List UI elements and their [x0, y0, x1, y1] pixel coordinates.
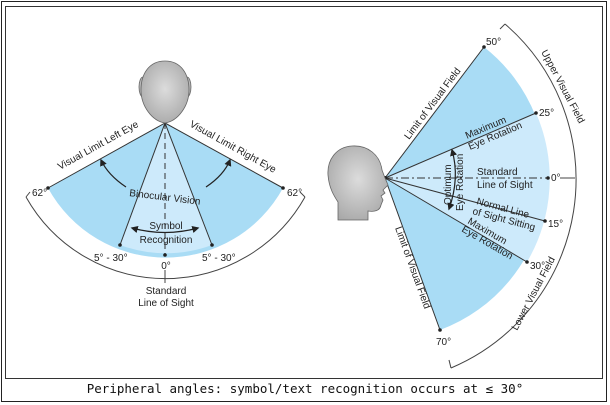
label-0-center: 0° [161, 261, 171, 272]
label-std-2: Line of Sight [477, 180, 533, 191]
dot-25 [534, 111, 538, 115]
figure-caption: Peripheral angles: symbol/text recogniti… [86, 381, 524, 396]
dot-50 [482, 45, 486, 49]
binocular-arrow-right [205, 158, 232, 188]
dot-70 [438, 328, 442, 332]
label-optimum-1: Optimum [443, 164, 454, 205]
label-62-left: 62° [32, 188, 47, 199]
binocular-arrow-left [100, 158, 127, 188]
label-0: 0° [551, 173, 561, 184]
dot-right-62 [281, 186, 285, 190]
label-15: 15° [548, 219, 563, 230]
dot-center-0 [163, 253, 167, 257]
dot-right-5-30 [210, 243, 214, 247]
dot-0 [546, 176, 550, 180]
head-side-view-icon [327, 145, 389, 221]
label-symbol: Symbol [149, 221, 182, 232]
dot-15 [543, 219, 547, 223]
symbol-right-line [164, 122, 213, 246]
outer-arc-tick-top [499, 23, 506, 30]
label-62-right: 62° [287, 188, 302, 199]
eye-rotation-sector [385, 113, 550, 262]
label-recognition: Recognition [140, 235, 193, 246]
symbol-recognition-sector [120, 123, 212, 254]
label-70: 70° [436, 337, 451, 348]
label-optimum-2: Eye Rotation [455, 154, 466, 211]
optimum-rotation-arrow [447, 148, 458, 211]
upper-limit-line [384, 46, 485, 179]
label-30: 30° [530, 261, 545, 272]
label-50: 50° [486, 37, 501, 48]
label-line-of-sight: Line of Sight [138, 298, 194, 309]
normal-sitting-line [384, 177, 546, 222]
outer-visual-field-arc [450, 23, 577, 369]
right-eye-limit-line [164, 122, 284, 189]
label-25: 25° [539, 108, 554, 119]
symbol-left-line [119, 122, 166, 246]
head-top-view-icon [138, 60, 192, 124]
label-5-30-left: 5° - 30° [94, 253, 128, 264]
dot-30 [525, 260, 529, 264]
max-up-rotation-line [384, 112, 537, 179]
label-5-30-right: 5° - 30° [202, 253, 236, 264]
symbol-recognition-arrow [130, 226, 200, 234]
dot-left-62 [46, 186, 50, 190]
left-eye-limit-line [47, 122, 166, 189]
outer-arc-tick-right [299, 191, 306, 198]
outer-arc-tick-bottom [448, 359, 452, 369]
lower-limit-line [384, 177, 441, 331]
label-standard: Standard [146, 286, 187, 297]
outer-arc-tick-left [25, 191, 31, 198]
label-std-1: Standard [477, 167, 518, 178]
vertical-field-diagram: 50° 25° 0° 15° 30° 70° Limit of Visual F… [327, 23, 586, 369]
horizontal-field-diagram: Visual Limit Left Eye Visual Limit Right… [25, 60, 306, 309]
max-down-rotation-line [384, 177, 528, 263]
dot-left-5-30 [118, 243, 122, 247]
